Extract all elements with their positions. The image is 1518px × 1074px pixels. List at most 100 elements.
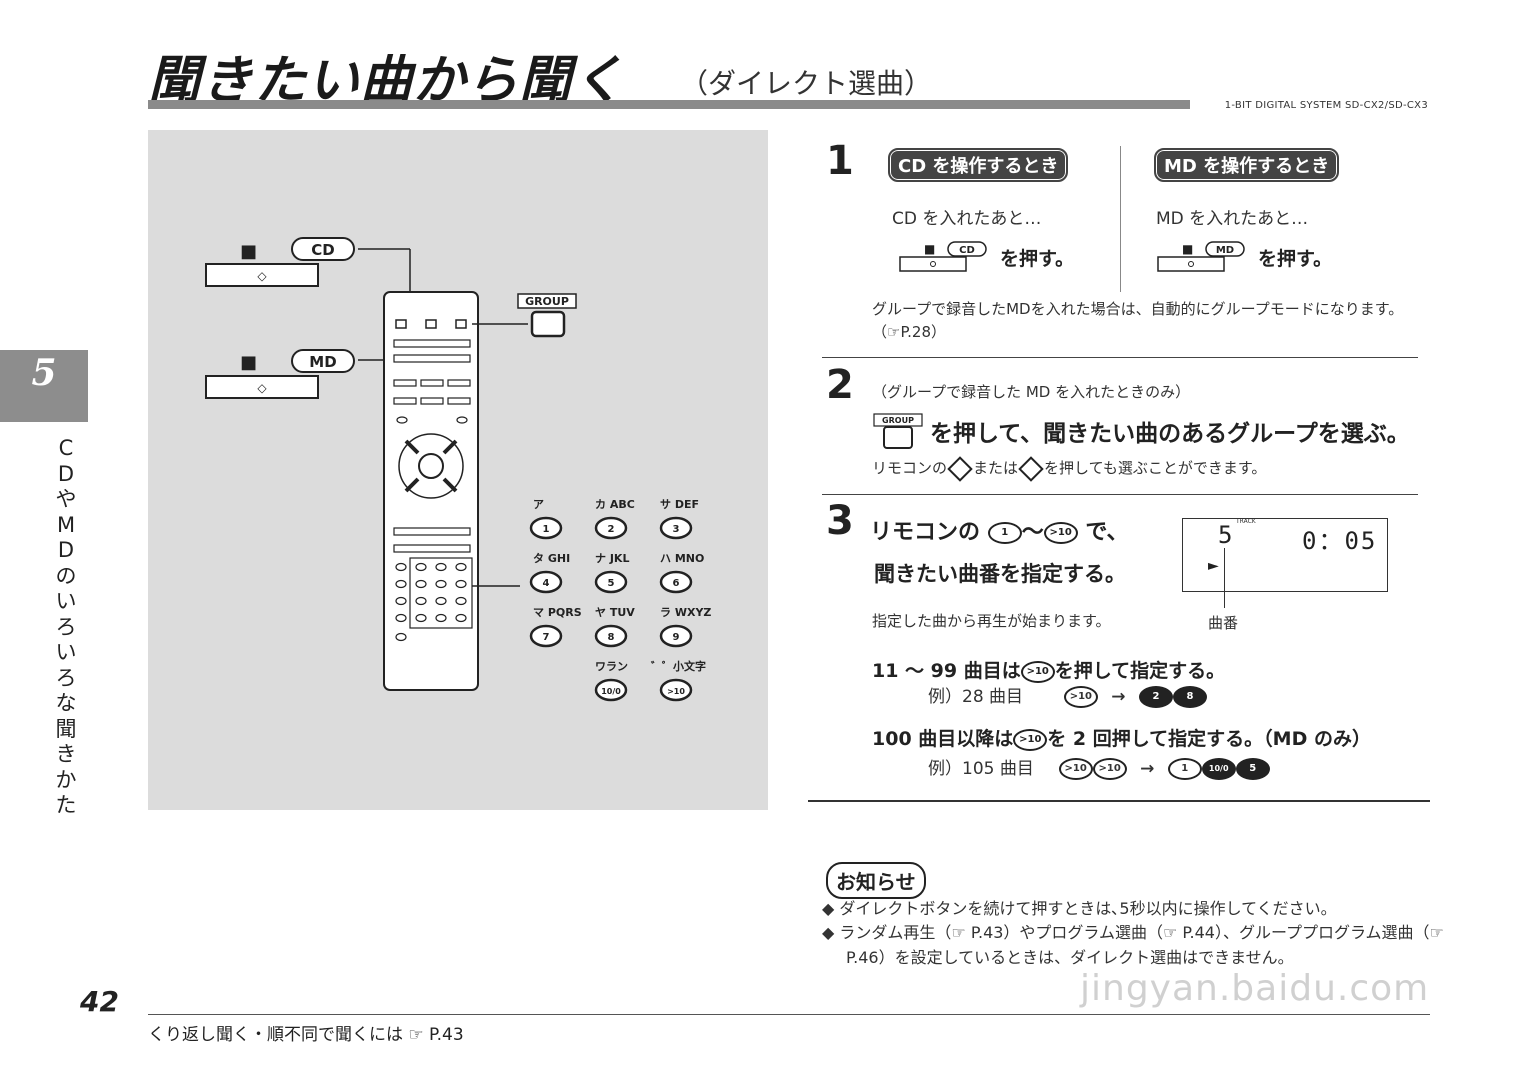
remote-key-1-icon: 1 [987, 522, 1022, 544]
md-unit-label: MD [309, 353, 336, 371]
notice-bullet-2: ◆ ランダム再生（☞ P.43）やプログラム選曲（☞ P.44）、グループプログ… [822, 923, 1444, 967]
key-1-num: 1 [543, 524, 550, 535]
track-caption: 曲番 [1208, 614, 1239, 632]
key-7 [529, 624, 563, 648]
key-8-kana: ヤ TUV [595, 606, 635, 619]
svg-text:CD: CD [959, 245, 975, 256]
step-2-condition: （グループで録音した MD を入れたときのみ） [872, 383, 1191, 401]
lcd-time: 0：05 [1302, 527, 1378, 555]
step-3-number: 3 [826, 498, 854, 544]
key-5 [594, 570, 628, 594]
key-10-num: 10/0 [601, 687, 621, 696]
lcd-track-number: 5 [1218, 521, 1233, 549]
key-8 [594, 624, 628, 648]
page-number: 42 [80, 985, 119, 1018]
cd-stop-symbol: ■ [240, 241, 257, 262]
example-2-arrow: → [1140, 759, 1155, 779]
cd-play-button [205, 263, 319, 287]
track-pointer-line [1224, 548, 1225, 608]
lcd-display [1182, 518, 1388, 592]
group-button-icon: GROUP [873, 413, 923, 449]
step-2-number: 2 [826, 362, 854, 408]
step-1-number: 1 [826, 138, 854, 184]
key-2-num: 2 [608, 524, 615, 535]
step-1-note: グループで録音したMDを入れた場合は、自動的にグループモードになります。（☞P.… [872, 300, 1404, 341]
remote-key-1-icon: 1 [1167, 758, 1202, 780]
key-2 [594, 516, 628, 540]
remote-key-gt10-icon: >10 [1063, 686, 1098, 708]
step-3-note: 指定した曲から再生が始まります。 [872, 612, 1111, 630]
key-3 [659, 516, 693, 540]
key-6-kana: ハ MNO [660, 552, 704, 565]
remote-key-2-icon: 2 [1138, 686, 1173, 708]
remote-key-gt10-icon: >10 [1020, 660, 1055, 683]
chapter-label: CDやMDのいろいろな聞きかた [55, 436, 77, 817]
key-5-num: 5 [608, 578, 615, 589]
right-arrow-button-icon [1018, 455, 1044, 482]
key-9-kana: ラ WXYZ [660, 606, 711, 619]
key-8-num: 8 [608, 632, 615, 643]
step-2-note-b: または [973, 459, 1019, 477]
cd-unit-label: CD [311, 241, 334, 259]
step-1-cd-heading: CD を操作するとき [888, 148, 1069, 182]
step-1-md-press: を押す。 [1258, 248, 1333, 270]
key-gt10 [659, 678, 693, 702]
cd-play-symbol: ◇ [257, 269, 267, 283]
example-1-label: 例）28 曲目 [928, 687, 1024, 707]
remote-key-5-icon: 5 [1235, 758, 1270, 780]
remote-key-gt10-icon: >10 [1058, 758, 1093, 780]
steps-bottom-rule [808, 800, 1430, 802]
key-4 [529, 570, 563, 594]
step-2-note-c: を押しても選ぶことができます。 [1044, 459, 1267, 477]
remote-key-10-icon: 10/0 [1201, 758, 1236, 780]
notice-heading: お知らせ [826, 862, 926, 899]
group-button [530, 310, 566, 338]
remote-key-gt10-icon: >10 [1043, 522, 1078, 544]
step-1-md-text: MD を入れたあと… [1156, 209, 1309, 229]
group-button-label-box [517, 293, 577, 309]
key-9-num: 9 [673, 632, 680, 643]
remote-illustration: ■ CD ◇ ■ MD ◇ GROUP ア [205, 237, 711, 702]
range-2-b: を 2 回押して指定する。（MD のみ） [1047, 728, 1371, 750]
range-2-a: 100 曲目以降は [872, 728, 1014, 750]
svg-text:GROUP: GROUP [882, 416, 914, 425]
step-1-cd-button-icon: ■ CD [899, 241, 987, 272]
key-7-num: 7 [543, 632, 550, 643]
key-3-kana: サ DEF [660, 498, 699, 511]
step-1-cd-press: を押す。 [1000, 248, 1075, 270]
footer-cross-reference: くり返し聞く・順不同で聞くには ☞ P.43 [148, 1025, 464, 1045]
range-1-b: を押して指定する。 [1054, 660, 1226, 682]
title-rule [148, 100, 1190, 109]
key-6 [659, 570, 693, 594]
footer-rule [148, 1014, 1430, 1015]
md-play-button [205, 375, 319, 399]
key-2-kana: カ ABC [595, 498, 635, 511]
key-10-kana: ワラン [595, 660, 628, 673]
key-gt10-kana: ゛゜小文字 [650, 659, 706, 673]
key-4-num: 4 [543, 578, 550, 589]
step-1-cd-text: CD を入れたあと… [892, 209, 1042, 229]
step-3-line-1b: 〜 [1021, 520, 1044, 545]
md-play-symbol: ◇ [257, 381, 267, 395]
key-1-kana: ア [533, 498, 544, 511]
step-2-note: リモコンのまたはを押しても選ぶことができます。 [872, 455, 1267, 482]
svg-text:■: ■ [924, 242, 935, 256]
lcd-track-label: TRACK [1236, 518, 1256, 525]
key-3-num: 3 [673, 524, 680, 535]
watermark: jingyan.baidu.com [1080, 968, 1430, 1009]
md-stop-symbol: ■ [240, 352, 257, 373]
step-1-divider [1120, 146, 1121, 292]
step-1-md-heading: MD を操作するとき [1154, 148, 1340, 182]
step-divider-2 [822, 494, 1418, 495]
key-4-kana: タ GHI [533, 552, 570, 565]
notice-bullet-1: ◆ ダイレクトボタンを続けて押すときは､5秒以内に操作してください。 [822, 899, 1337, 918]
key-gt10-num: >10 [667, 687, 685, 696]
key-1 [529, 516, 563, 540]
remote-key-8-icon: 8 [1172, 686, 1207, 708]
cd-unit-button [291, 237, 355, 261]
step-3-line-1: リモコンの 1〜>10 で、 [870, 514, 1129, 546]
